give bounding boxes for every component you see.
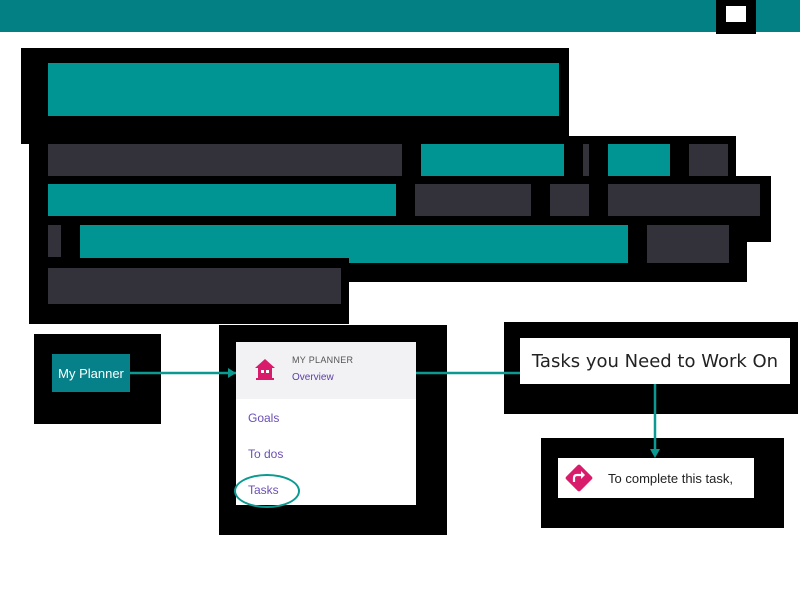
complete-task-callout: To complete this task,	[558, 458, 754, 498]
panel-overview-link[interactable]: Overview	[292, 372, 334, 383]
line3-highlight-block	[80, 225, 628, 263]
top-bar	[0, 0, 800, 32]
tasks-highlight-ring	[234, 474, 300, 508]
my-planner-button[interactable]: My Planner	[52, 354, 130, 392]
panel-header: MY PLANNER Overview	[236, 342, 416, 399]
line1-small-block	[583, 144, 589, 176]
line2-text-block	[415, 184, 531, 216]
line2-end-block	[608, 184, 760, 216]
complete-task-text: To complete this task,	[608, 471, 733, 486]
panel-title: MY PLANNER	[292, 355, 354, 365]
line1-highlight-block	[421, 144, 564, 176]
planner-menu-panel: MY PLANNER Overview Goals To dos Tasks	[236, 342, 416, 505]
redirect-arrow-icon	[565, 464, 593, 492]
menu-link-goals[interactable]: Goals	[248, 411, 280, 425]
line2-small-block	[550, 184, 589, 216]
line1-end-block	[689, 144, 728, 176]
house-icon	[255, 359, 275, 380]
square-icon	[726, 6, 746, 22]
menu-link-todos[interactable]: To dos	[248, 447, 284, 461]
line2-highlight-block	[48, 184, 396, 216]
line1-highlight-block-2	[608, 144, 670, 176]
topbar-square-button[interactable]	[716, 0, 756, 34]
tasks-need-heading: Tasks you Need to Work On	[520, 338, 790, 384]
line3-small-block	[48, 225, 61, 257]
line3-end-block	[647, 225, 729, 263]
line1-text-block	[48, 144, 402, 176]
line4-text-block	[48, 268, 341, 304]
title-placeholder	[48, 63, 559, 116]
